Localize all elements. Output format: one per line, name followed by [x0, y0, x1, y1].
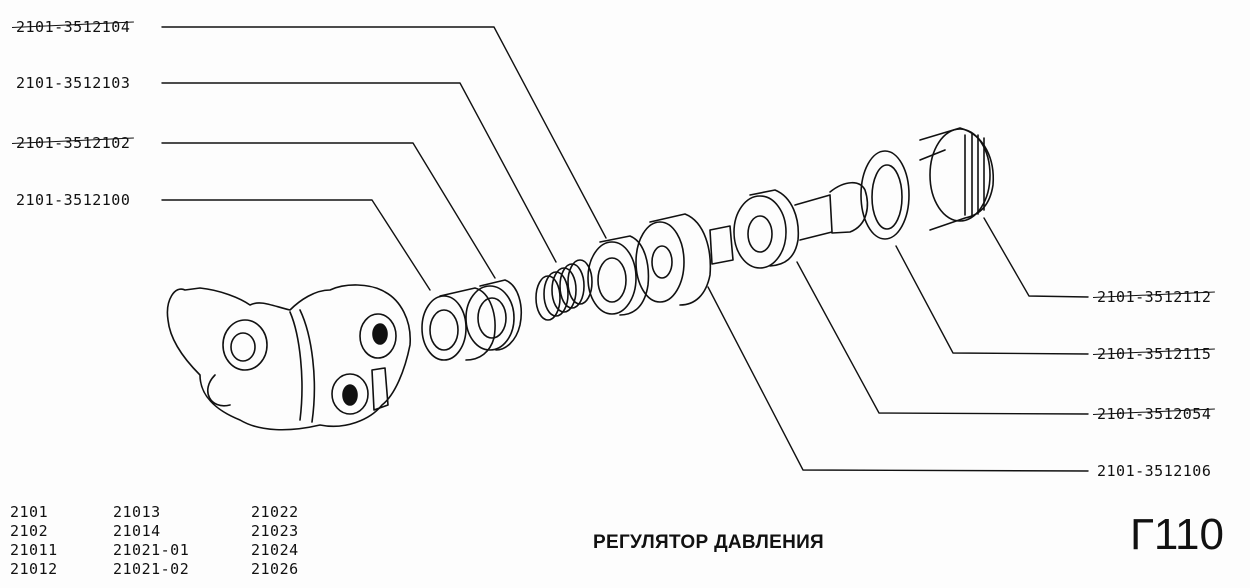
model-code: 21021-01	[113, 541, 190, 559]
part-label-2101-3512104: 2101-3512104	[16, 18, 131, 36]
model-code: 21012	[10, 560, 58, 578]
model-code: 21022	[251, 503, 299, 521]
applicable-models-list: 2101 21013 21022 2102 21014 21023 21011 …	[10, 503, 341, 579]
model-code: 21011	[10, 541, 58, 559]
cup-washer	[587, 235, 650, 316]
part-label-2101-3512112: 2101-3512112	[1097, 288, 1212, 306]
part-label-2101-3512100: 2101-3512100	[16, 191, 131, 209]
model-code: 21024	[251, 541, 299, 559]
diagram-title: РЕГУЛЯТОР ДАВЛЕНИЯ	[593, 532, 825, 553]
spring	[535, 259, 593, 321]
washer	[635, 213, 712, 306]
model-code: 21014	[113, 522, 161, 540]
sheet-code: Г110	[1130, 510, 1224, 559]
leader-lines-right	[707, 217, 1089, 472]
piston	[709, 181, 869, 269]
model-code: 21013	[113, 503, 161, 521]
part-label-2101-3512054: 2101-3512054	[1097, 405, 1212, 423]
model-code: 21021-02	[113, 560, 190, 578]
part-label-2101-3512103: 2101-3512103	[16, 74, 131, 92]
leader-lines-left	[161, 26, 607, 291]
gasket-ring	[860, 150, 910, 240]
threaded-plug	[919, 127, 995, 231]
model-code: 21026	[251, 560, 299, 578]
part-label-2101-3512102: 2101-3512102	[16, 134, 131, 152]
part-label-2101-3512106: 2101-3512106	[1097, 462, 1212, 480]
model-code: 2101	[10, 503, 49, 521]
part-label-2101-3512115: 2101-3512115	[1097, 345, 1212, 363]
model-code: 2102	[10, 522, 49, 540]
regulator-housing	[166, 284, 411, 431]
seal-rings	[421, 279, 522, 361]
model-code: 21023	[251, 522, 299, 540]
